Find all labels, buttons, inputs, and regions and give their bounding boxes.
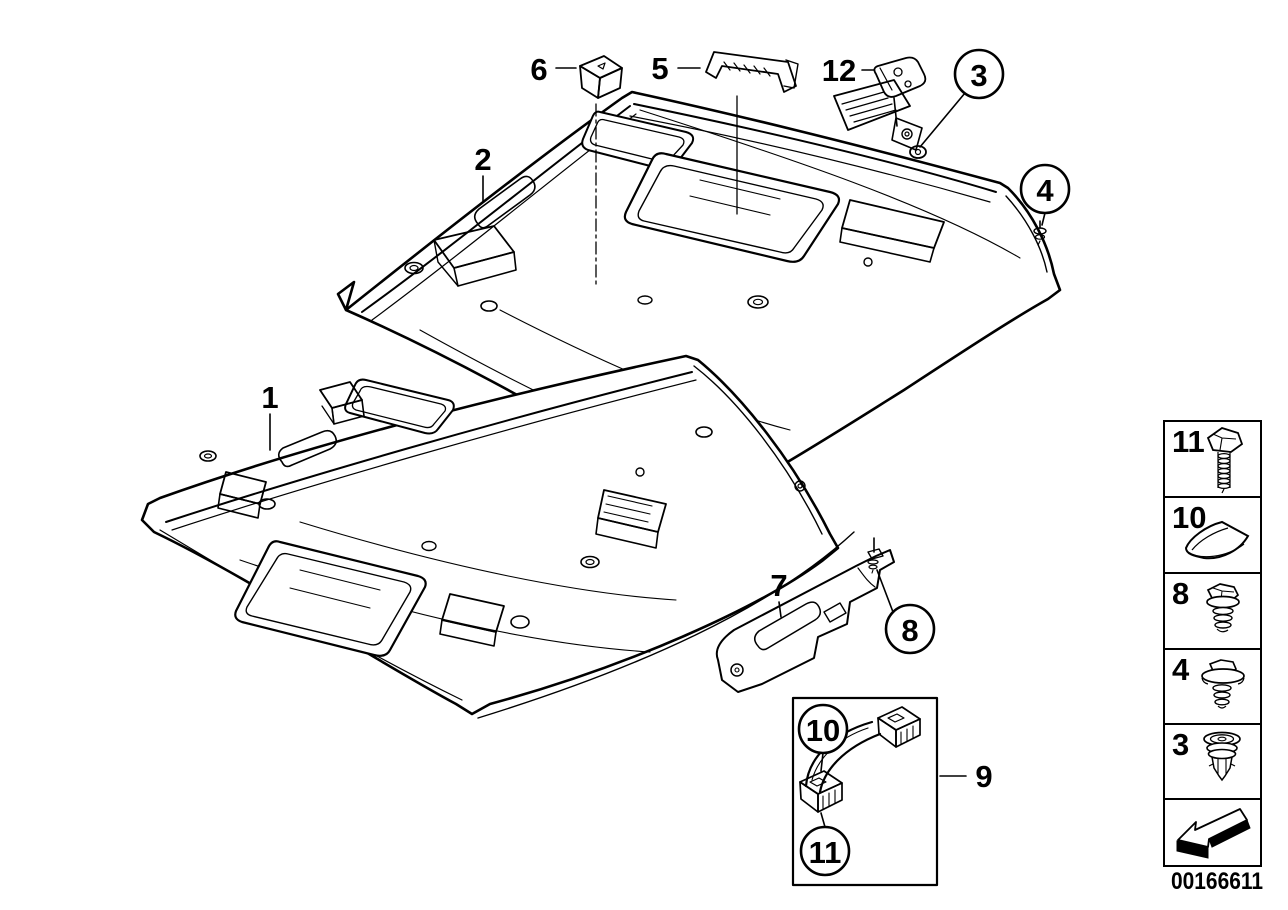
callout-10[interactable]: 10 (797, 703, 849, 755)
svg-text:10[interactable]: 10 (806, 713, 840, 748)
svg-text:3: 3 (1172, 727, 1189, 762)
svg-text:8: 8 (1172, 576, 1189, 611)
washer-screw-icon (1201, 659, 1245, 709)
leader-11 (820, 812, 826, 828)
callout-11[interactable]: 11 (799, 825, 851, 877)
svg-text:11[interactable]: 11 (809, 835, 842, 870)
legend-direction-box[interactable] (1163, 798, 1262, 867)
headliner-panel-1 (140, 354, 855, 719)
leader-3 (919, 92, 966, 148)
legend-item-4[interactable]: 4 (1163, 648, 1262, 725)
leader-12b (893, 97, 898, 127)
callouts: 1 2 5 6 7 9 12 3 4 8 10 11 (261, 48, 1071, 877)
bracket-part-12 (873, 56, 927, 98)
callout-12[interactable]: 12 (822, 53, 856, 88)
legend-item-11[interactable]: 11 (1163, 420, 1262, 498)
retainer-part-6 (579, 55, 623, 99)
clip-part-3-target (909, 145, 927, 159)
callout-7[interactable]: 7 (770, 568, 787, 603)
leader-7 (778, 601, 782, 618)
bracket-part-5 (705, 51, 799, 93)
svg-text:10: 10 (1172, 500, 1206, 535)
expansion-rivet-icon (1203, 731, 1241, 782)
legend-item-10[interactable]: 10 (1163, 496, 1262, 574)
drawing-number: 00166611 (1171, 868, 1263, 895)
leader-8 (876, 569, 894, 613)
callout-3[interactable]: 3 (953, 48, 1005, 100)
grab-handle-art (799, 706, 921, 813)
svg-text:11: 11 (1172, 424, 1205, 459)
callout-6[interactable]: 6 (530, 52, 547, 87)
leader-4 (1041, 212, 1046, 226)
legend-item-8[interactable]: 8 (1163, 572, 1262, 650)
screw-part-4-target (1033, 220, 1047, 246)
leader-lines (269, 67, 1046, 828)
callout-8[interactable]: 8 (884, 603, 936, 655)
headliner-panel-2 (336, 79, 1062, 506)
svg-text:8[interactable]: 8 (901, 613, 918, 648)
hex-bolt-icon (1206, 427, 1244, 494)
callout-4[interactable]: 4 (1019, 163, 1071, 215)
direction-arrow-icon (1176, 808, 1251, 859)
flange-screw-icon (1206, 583, 1240, 633)
bracket-part-7 (715, 537, 895, 693)
callout-9[interactable]: 9 (975, 759, 992, 794)
legend-item-3[interactable]: 3 (1163, 723, 1262, 800)
svg-text:3[interactable]: 3 (970, 58, 987, 93)
callout-5[interactable]: 5 (651, 51, 668, 86)
felt-wedge-icon (1184, 520, 1250, 560)
callout-2[interactable]: 2 (474, 142, 491, 177)
legend-sidebar: 11 10 (1163, 420, 1262, 867)
svg-text:4[interactable]: 4 (1036, 173, 1054, 208)
leader-10 (820, 752, 824, 772)
svg-text:4: 4 (1172, 652, 1190, 687)
callout-1[interactable]: 1 (261, 380, 278, 415)
